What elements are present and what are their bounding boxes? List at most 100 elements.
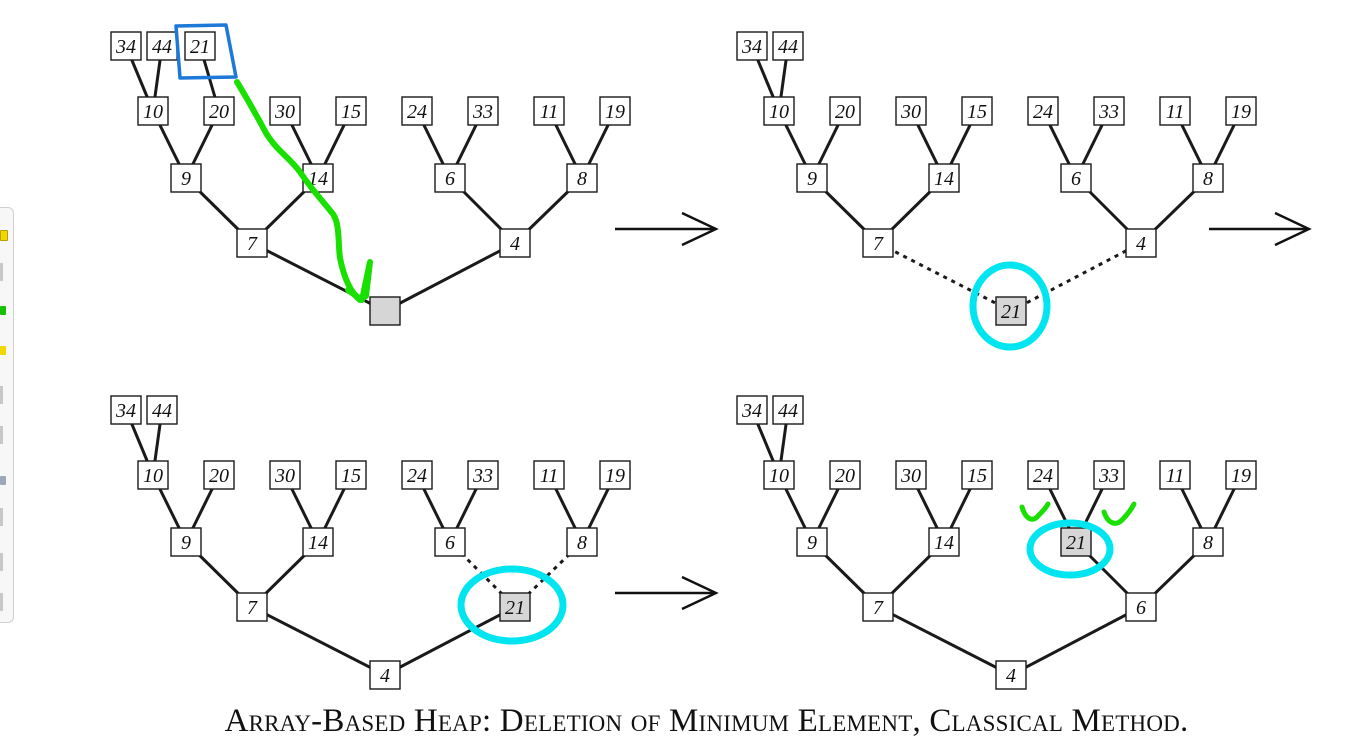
node-box [772, 31, 804, 61]
heap-node: 9 [170, 163, 202, 193]
node-box [499, 228, 531, 258]
highlighter-yellow-icon[interactable] [0, 346, 6, 355]
heap-node: 6 [434, 527, 466, 557]
heap-node: 34 [736, 395, 768, 425]
heap-node: 10 [137, 460, 169, 490]
node-box [928, 163, 960, 193]
cyan-highlight-ring [1026, 519, 1114, 579]
node-label: 44 [778, 36, 798, 58]
node-label: 15 [967, 101, 987, 123]
node-box [1192, 163, 1224, 193]
node-label: 11 [540, 101, 559, 123]
node-box [110, 31, 142, 61]
node-box [1125, 592, 1157, 622]
heap-node: 4 [1125, 228, 1157, 258]
node-label: 30 [900, 101, 921, 123]
node-box [599, 460, 631, 490]
dashed-tree-edge [1010, 241, 1142, 313]
node-box [829, 96, 861, 126]
heap-node: 34 [110, 395, 142, 425]
note-icon[interactable] [0, 230, 8, 241]
node-label: 11 [540, 465, 559, 487]
heap-node: 15 [961, 460, 993, 490]
node-label: 30 [274, 465, 295, 487]
node-box [302, 527, 334, 557]
heap-node: 44 [146, 395, 178, 425]
heap-node: 44 [146, 31, 178, 61]
heap-node: 10 [763, 96, 795, 126]
node-label: 15 [341, 465, 361, 487]
green-arrowhead-stroke [345, 259, 373, 303]
node-label: 4 [380, 665, 390, 687]
heap-node: 7 [862, 228, 894, 258]
node-box [1027, 96, 1059, 126]
heap-node: 30 [269, 96, 301, 126]
node-box [170, 163, 202, 193]
node-label: 15 [967, 465, 987, 487]
node-box [566, 527, 598, 557]
heap-node: 8 [1192, 163, 1224, 193]
node-label: 19 [605, 465, 625, 487]
node-box [599, 96, 631, 126]
heap-node: 21 [499, 592, 531, 622]
node-box [862, 228, 894, 258]
node-box [995, 660, 1027, 690]
node-box [1093, 96, 1125, 126]
heap-node: 14 [302, 527, 334, 557]
node-box [862, 592, 894, 622]
node-box [401, 96, 433, 126]
green-check-mark [1019, 501, 1051, 522]
tree-edge [1010, 605, 1142, 677]
heap-node: 20 [203, 96, 235, 126]
node-label: 14 [934, 168, 954, 190]
node-label: 30 [900, 465, 921, 487]
heap-node: 10 [137, 96, 169, 126]
node-box [236, 228, 268, 258]
heap-node: 20 [829, 96, 861, 126]
node-box [533, 96, 565, 126]
node-box [1125, 228, 1157, 258]
dashed-tree-edge [877, 241, 1012, 313]
toolbar-divider [0, 386, 3, 404]
eraser-icon[interactable] [0, 476, 6, 485]
side-toolbar[interactable] [0, 207, 14, 623]
node-box [203, 96, 235, 126]
node-label: 8 [577, 168, 587, 190]
diagram-caption: Array-Based Heap: Deletion of Minimum El… [224, 703, 1189, 739]
heap-node: 14 [928, 163, 960, 193]
node-box [335, 96, 367, 126]
node-box [895, 460, 927, 490]
toolbar-divider [0, 508, 3, 526]
heap-node: 24 [1027, 460, 1059, 490]
node-label: 24 [407, 465, 427, 487]
node-label: 9 [181, 168, 191, 190]
node-label: 33 [472, 101, 493, 123]
node-label: 24 [407, 101, 427, 123]
node-label: 6 [445, 532, 455, 554]
node-label: 33 [1098, 465, 1119, 487]
node-label: 34 [741, 400, 762, 422]
heap-node: 6 [1060, 163, 1092, 193]
heap-node: 8 [566, 163, 598, 193]
node-box [763, 96, 795, 126]
node-label: 14 [308, 168, 328, 190]
heap-node: 20 [829, 460, 861, 490]
node-box [184, 31, 216, 61]
node-label: 6 [445, 168, 455, 190]
heap-node: 11 [1159, 460, 1191, 490]
node-label: 19 [605, 101, 625, 123]
heap-node: 8 [566, 527, 598, 557]
node-box [736, 395, 768, 425]
node-label: 8 [577, 532, 587, 554]
toolbar-divider [0, 426, 3, 444]
tree-edge [384, 241, 516, 313]
dashed-tree-edge [513, 540, 584, 609]
heap-node: 24 [1027, 96, 1059, 126]
node-box [895, 96, 927, 126]
pen-green-icon[interactable] [0, 306, 6, 315]
node-label: 21 [505, 597, 525, 619]
node-box [533, 460, 565, 490]
heap-node: 15 [961, 96, 993, 126]
